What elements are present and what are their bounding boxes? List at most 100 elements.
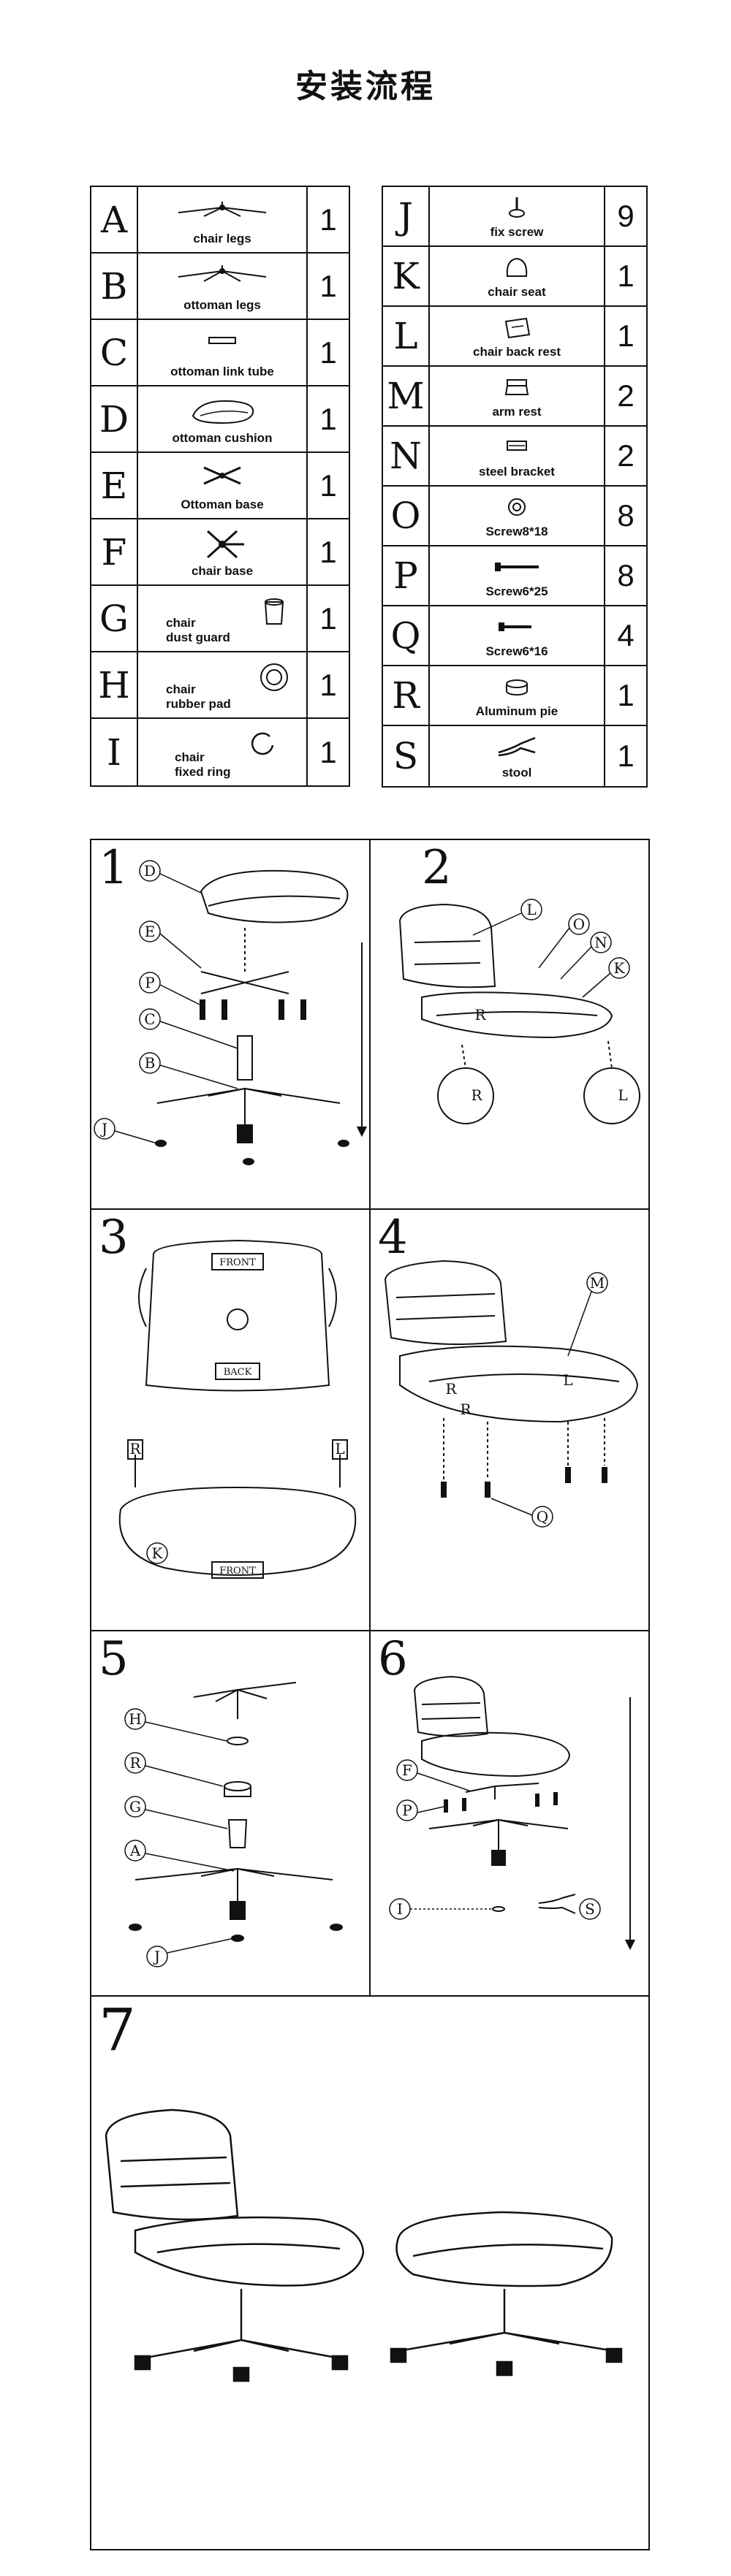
part-row-o: O Screw8*18 8 [383,487,646,546]
callout-n: N [594,934,607,951]
step-3-diagram: FRONT BACK FRONT R L K [118,1239,357,1579]
part-row-f: F chair base 1 [91,519,349,586]
part-row-l: L chair back rest 1 [383,307,646,367]
part-name: ottoman cushion [172,431,273,445]
rubber-pad-icon [260,663,288,691]
part-row-e: E Ottoman base 1 [91,453,349,519]
part-name: stool [501,766,532,780]
part-letter: D [91,386,138,451]
finished-lounge-chair [105,2108,365,2382]
screw-6-16-icon [499,622,531,631]
step-number: 6 [378,1632,408,1686]
part-qty: 1 [319,734,337,769]
part-qty: 1 [617,319,635,353]
part-qty: 1 [319,468,337,503]
part-name-line2: fixed ring [175,765,231,779]
step-4-diagram: M L R R Q [384,1260,639,1528]
part-qty: 1 [319,202,337,237]
part-name-line1: chair [175,750,205,764]
page-title: 安装流程 [295,68,436,105]
part-name: chair seat [488,285,546,299]
part-name: ottoman link tube [170,365,274,378]
step-2-diagram: L O N K R R L [398,899,640,1124]
callout-d: D [144,862,156,880]
part-name: Ottoman base [181,498,264,511]
part-letter: H [91,652,138,717]
part-name: arm rest [492,405,542,419]
part-qty: 1 [319,268,337,303]
part-qty: 1 [617,678,635,712]
ottoman-base-icon [203,466,241,485]
part-name: chair base [191,564,254,578]
part-qty: 1 [319,601,337,636]
label-front-top: FRONT [219,1257,256,1268]
part-row-q: Q Screw6*16 4 [383,606,646,666]
callout-r: R [445,1380,457,1398]
label-l: L [335,1440,344,1457]
step-6-panel: 6 F P I S [369,1630,650,1997]
screw-6-25-icon [495,563,539,571]
part-name-line1: chair [166,616,196,630]
step-number: 4 [378,1211,408,1265]
part-letter: B [91,254,138,319]
part-letter: F [91,519,138,584]
part-qty: 1 [617,739,635,773]
callout-g: G [129,1798,141,1815]
step-6-diagram: F P I S [389,1675,635,1951]
step-number: 5 [99,1632,129,1686]
callout-s: S [585,1900,595,1918]
back-rest-icon [504,317,531,339]
part-row-m: M arm rest 2 [383,367,646,427]
ottoman-legs-icon [178,265,267,282]
chair-legs-icon [178,202,267,217]
pliers-icon [498,736,536,757]
fix-screw-icon [509,197,525,218]
part-qty: 1 [319,534,337,569]
part-row-n: N steel bracket 2 [383,427,646,487]
step-7-panel: 7 [90,1995,650,2550]
screw-8-18-icon [508,498,526,516]
callout-r2: R [460,1401,471,1418]
callout-m: M [590,1274,605,1292]
step-number: 3 [99,1211,129,1265]
part-letter: J [383,187,430,245]
part-name: Screw6*16 [485,644,548,658]
part-name: Screw6*25 [485,584,548,598]
part-row-r: R Aluminum pie 1 [383,666,646,726]
part-letter: P [383,546,430,605]
step-4-panel: 4 M L R R Q [369,1208,650,1632]
finished-ottoman [390,2211,623,2377]
part-letter: R [383,666,430,725]
link-tube-icon [208,337,236,344]
part-name-line1: chair [166,682,196,696]
part-qty: 1 [617,259,635,293]
step-5-diagram: H R G A J [124,1682,343,1967]
part-qty: 2 [617,438,635,473]
part-letter: A [91,187,138,252]
callout-p: P [402,1802,412,1819]
step-number: 2 [422,841,452,895]
step-number: 7 [99,1996,136,2064]
part-name: ottoman legs [183,298,261,312]
part-letter: Q [383,606,430,665]
callout-i: I [397,1900,403,1918]
callout-j: J [153,1948,160,1965]
part-row-j: J fix screw 9 [383,187,646,247]
callout-k: K [152,1544,164,1562]
step-7-diagram [105,2108,623,2382]
dust-guard-icon [264,598,284,625]
callout-l2: L [618,1086,627,1104]
parts-table-right: J fix screw 9 K chair seat 1 L chair bac… [382,186,648,788]
part-letter: N [383,427,430,485]
steel-bracket-icon [507,441,527,451]
callout-e: E [145,923,156,940]
callout-c: C [144,1010,155,1028]
chair-seat-icon [506,257,528,277]
part-name: Aluminum pie [475,704,558,718]
part-row-k: K chair seat 1 [383,247,646,307]
part-qty: 9 [617,199,635,233]
part-qty: 8 [617,498,635,533]
part-name-line2: dust guard [166,630,230,644]
